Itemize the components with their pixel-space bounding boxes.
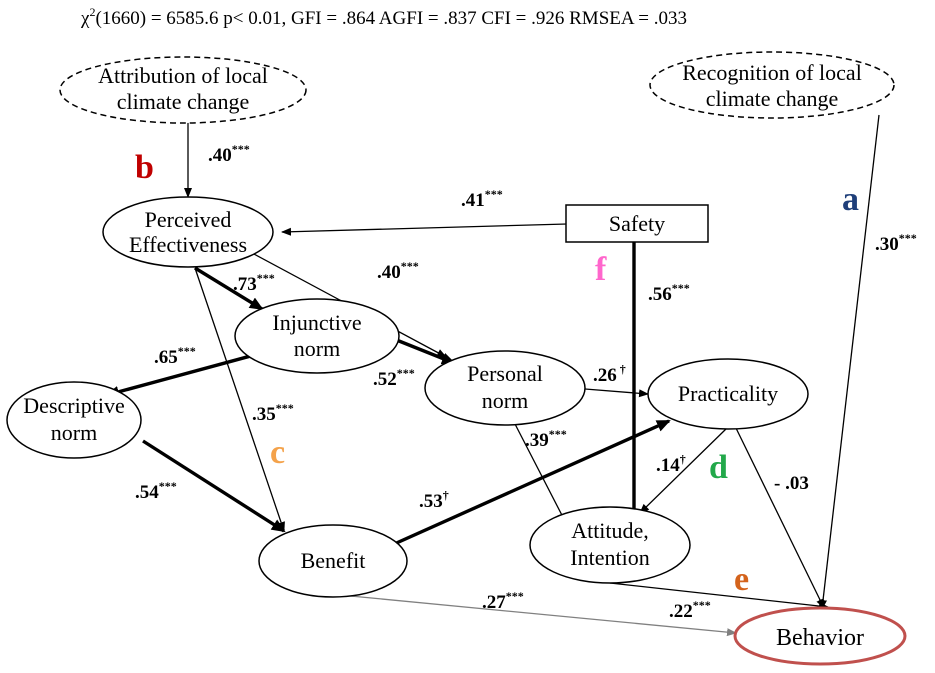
edge-personal-attitude <box>514 423 568 526</box>
coef-attitude-behavior: .22*** <box>669 598 711 622</box>
edge-benefit-behavior <box>339 594 737 637</box>
node-attitude-line2: Intention <box>570 545 649 570</box>
node-attribution: Attribution of local climate change <box>59 56 307 124</box>
node-recognition: Recognition of local climate change <box>649 51 895 119</box>
edge-descriptive-benefit <box>142 439 286 533</box>
coef-injunctive-descriptive: .65*** <box>154 344 196 368</box>
node-personal-line2: norm <box>482 388 528 413</box>
node-descriptive-line2: norm <box>51 420 97 445</box>
node-perceived-line2: Effectiveness <box>129 232 247 257</box>
node-attitude-intention: Attitude, Intention <box>529 506 691 584</box>
coef-perceived-benefit: .35*** <box>252 401 294 425</box>
coef-attribution-perceived: .40*** <box>208 142 250 166</box>
path-letter-d: d <box>709 449 728 486</box>
node-personal-line1: Personal <box>467 361 543 386</box>
coef-safety-perceived: .41*** <box>461 187 503 211</box>
node-attitude-line1: Attitude, <box>571 518 649 543</box>
coef-personal-practicality: .26 † <box>593 362 626 386</box>
coef-descriptive-benefit: .54*** <box>135 479 177 503</box>
node-safety-label: Safety <box>609 211 665 236</box>
node-injunctive-line1: Injunctive <box>272 310 361 335</box>
edge-practicality-behavior <box>733 423 825 609</box>
path-letter-e: e <box>734 561 749 598</box>
edge-attitude-behavior <box>609 582 829 610</box>
edge-injunctive-descriptive <box>105 352 259 398</box>
node-injunctive-line2: norm <box>294 336 340 361</box>
node-practicality-label: Practicality <box>678 381 778 406</box>
node-attribution-line1: Attribution of local <box>98 63 268 88</box>
node-perceived-effectiveness: Perceived Effectiveness <box>102 196 274 268</box>
node-descriptive-line1: Descriptive <box>23 393 124 418</box>
edge-perceived-benefit <box>194 267 285 532</box>
node-attribution-line2: climate change <box>117 89 250 114</box>
coef-injunctive-personal: .52*** <box>373 366 415 390</box>
coef-safety-attitude: .56*** <box>648 281 690 305</box>
coef-benefit-behavior: .27*** <box>482 589 524 613</box>
node-recognition-line1: Recognition of local <box>682 60 862 85</box>
node-safety: Safety <box>565 204 709 243</box>
path-letter-c: c <box>270 434 285 471</box>
path-letter-a: a <box>842 181 859 218</box>
edge-perceived-injunctive <box>194 266 264 311</box>
edge-injunctive-personal <box>393 337 456 365</box>
node-personal-norm: Personal norm <box>424 350 586 426</box>
node-injunctive-norm: Injunctive norm <box>234 298 400 374</box>
edge-recognition-behavior <box>819 114 880 610</box>
node-benefit-label: Benefit <box>301 548 366 573</box>
edge-personal-practicality <box>584 388 649 398</box>
node-behavior-label: Behavior <box>776 625 864 651</box>
node-practicality: Practicality <box>647 358 809 430</box>
coef-practicality-attitude: .14† <box>656 452 686 476</box>
coef-personal-attitude: .39*** <box>525 427 567 451</box>
node-perceived-line1: Perceived <box>145 207 232 232</box>
node-behavior: Behavior <box>733 606 907 666</box>
path-letter-f: f <box>595 251 607 288</box>
coef-perceived-injunctive: .73*** <box>233 271 275 295</box>
coef-perceived-personal: .40*** <box>377 259 419 283</box>
coef-recognition-behavior: .30*** <box>875 231 917 255</box>
edge-benefit-practicality <box>391 419 671 547</box>
edge-practicality-attitude <box>639 427 728 514</box>
node-descriptive-norm: Descriptive norm <box>6 381 142 459</box>
edge-safety-perceived <box>281 223 568 236</box>
coef-practicality-behavior: - .03 <box>774 473 809 494</box>
fit-statistics: χ2(1660) = 6585.6 p< 0.01, GFI = .864 AG… <box>80 5 687 29</box>
path-letter-b: b <box>135 149 154 186</box>
coef-benefit-practicality: .53† <box>419 488 449 512</box>
node-benefit: Benefit <box>258 524 408 598</box>
node-recognition-line2: climate change <box>706 86 839 111</box>
